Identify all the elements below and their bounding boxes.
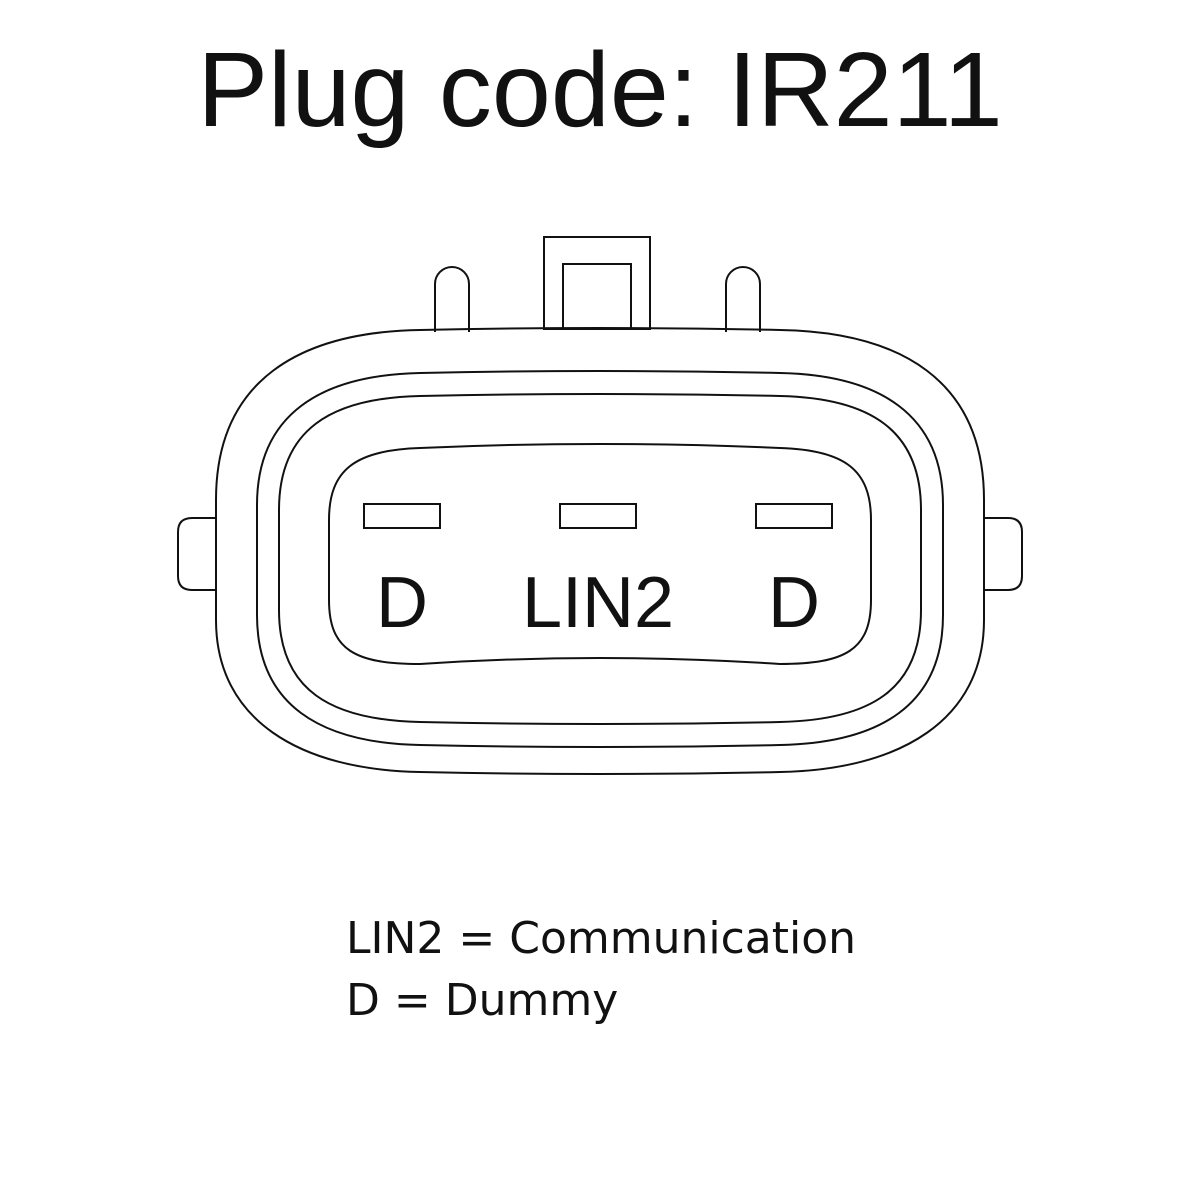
legend-item-dummy: D = Dummy (346, 975, 619, 1026)
left-post (434, 266, 470, 332)
plug-code-title: Plug code: IR211 (197, 31, 1003, 149)
latch-inner (562, 263, 632, 330)
housing-outer (215, 327, 985, 775)
pin-legend: LIN2 = Communication D = Dummy (346, 908, 856, 1032)
right-post (725, 266, 761, 332)
pin-3-terminal (755, 503, 833, 529)
left-ear (177, 517, 216, 591)
pin-1-label: D (376, 563, 428, 643)
right-ear (984, 517, 1023, 591)
pin-3-label: D (768, 563, 820, 643)
pin-2-terminal (559, 503, 637, 529)
pin-1-terminal (363, 503, 441, 529)
pin-cavity (328, 443, 872, 666)
housing-inner-ring (278, 393, 922, 725)
latch-outer (543, 236, 651, 330)
housing-ring (256, 370, 944, 748)
pin-2-label: LIN2 (522, 563, 674, 643)
legend-item-lin2: LIN2 = Communication (346, 913, 857, 964)
